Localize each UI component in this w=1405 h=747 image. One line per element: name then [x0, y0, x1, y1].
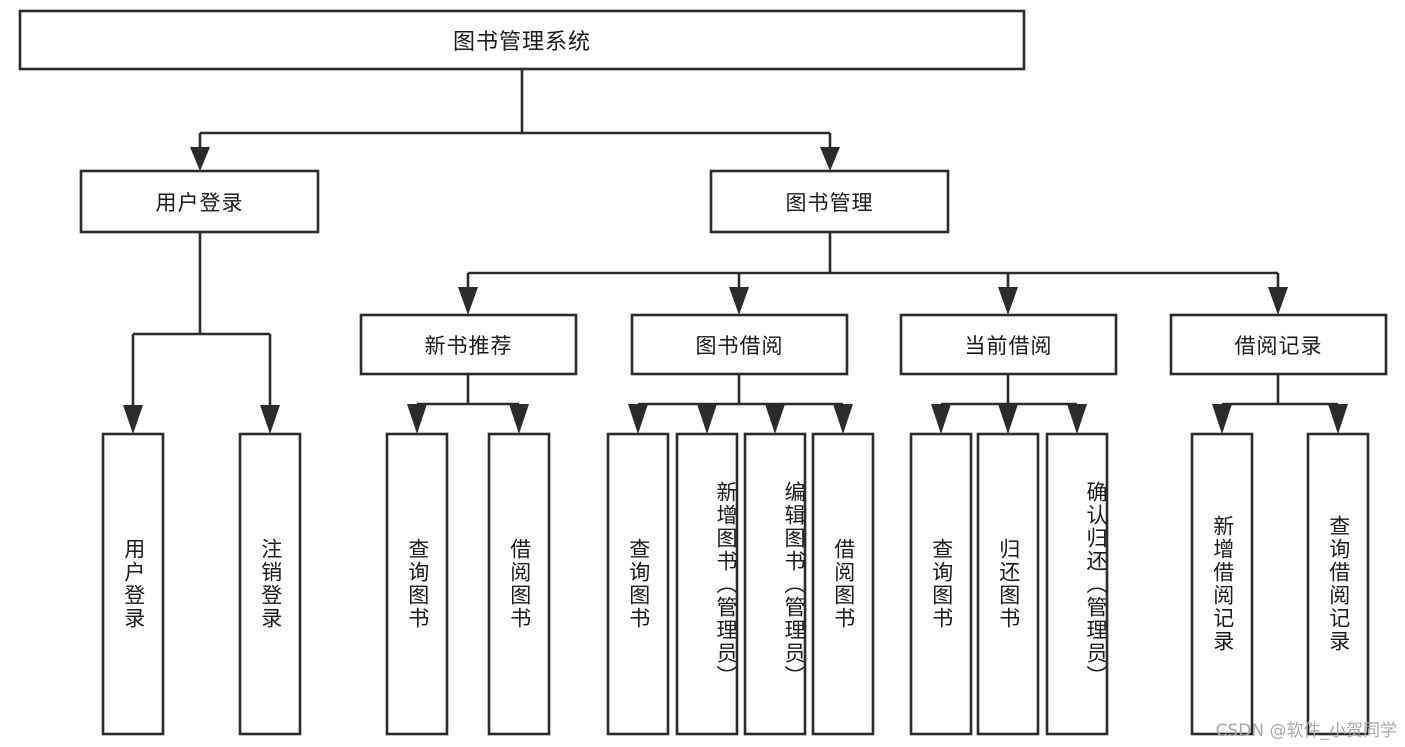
arrow-head-bb-leaf-3	[765, 404, 785, 434]
connector-group-book-borrow-to-leaves	[628, 374, 853, 434]
node-leaf-br-add-record[interactable]	[1190, 432, 1254, 736]
node-leaf-bb-add-book[interactable]	[675, 432, 739, 736]
arrow-head-bb-leaf-2	[697, 404, 717, 434]
connector-group-book-mgmt-to-level3	[458, 232, 1288, 315]
arrow-head-cb-leaf-1	[931, 404, 951, 434]
arrow-head-bb-leaf-1	[628, 404, 648, 434]
arrow-head-cb-leaf-2	[998, 404, 1018, 434]
node-leaf-bb-edit-book[interactable]	[743, 432, 807, 736]
node-leaf-br-query-record[interactable]	[1306, 432, 1370, 736]
node-leaf-user-login[interactable]	[101, 432, 165, 736]
arrow-head-leaf-user-login	[123, 405, 143, 434]
connector-group-root-to-level2	[190, 69, 840, 171]
arrow-head-cb-leaf-3	[1067, 404, 1087, 434]
node-book-borrow[interactable]	[630, 313, 849, 376]
connector-group-current-borrow-to-leaves	[931, 374, 1087, 434]
arrow-head-current-borrow	[998, 287, 1018, 315]
arrow-head-bb-leaf-4	[833, 404, 853, 434]
arrow-head-nb-leaf-2	[509, 404, 529, 434]
connector-group-borrow-record-to-leaves	[1212, 374, 1348, 434]
node-new-book-recommend[interactable]	[359, 313, 578, 376]
arrow-head-book-borrow	[729, 287, 749, 315]
node-leaf-bb-borrow-book[interactable]	[811, 432, 875, 736]
node-leaf-nb-query-book[interactable]	[385, 432, 449, 736]
arrow-head-nb-leaf-1	[407, 404, 427, 434]
arrow-head-br-leaf-1	[1212, 404, 1232, 434]
node-leaf-cb-query-book[interactable]	[909, 432, 973, 736]
arrow-head-br-leaf-2	[1328, 404, 1348, 434]
node-leaf-cb-return-book[interactable]	[976, 432, 1040, 736]
node-borrow-record[interactable]	[1169, 313, 1388, 376]
arrow-head-user-login	[190, 147, 210, 171]
connector-group-new-book-to-leaves	[407, 374, 529, 434]
node-leaf-nb-borrow-book[interactable]	[487, 432, 551, 736]
node-leaf-logout[interactable]	[238, 432, 302, 736]
node-root-book-management-system[interactable]	[18, 9, 1026, 71]
arrow-head-borrow-record	[1268, 287, 1288, 315]
arrow-head-new-book	[458, 287, 478, 315]
node-leaf-cb-confirm-return[interactable]	[1045, 432, 1109, 736]
node-current-borrow[interactable]	[899, 313, 1118, 376]
node-leaf-bb-query-book[interactable]	[606, 432, 670, 736]
arrow-head-leaf-logout	[260, 405, 280, 434]
connector-group-user-login-to-leaves	[123, 232, 280, 434]
node-book-management[interactable]	[709, 169, 950, 234]
arrow-head-book-mgmt	[820, 147, 840, 171]
node-user-login[interactable]	[79, 169, 320, 234]
